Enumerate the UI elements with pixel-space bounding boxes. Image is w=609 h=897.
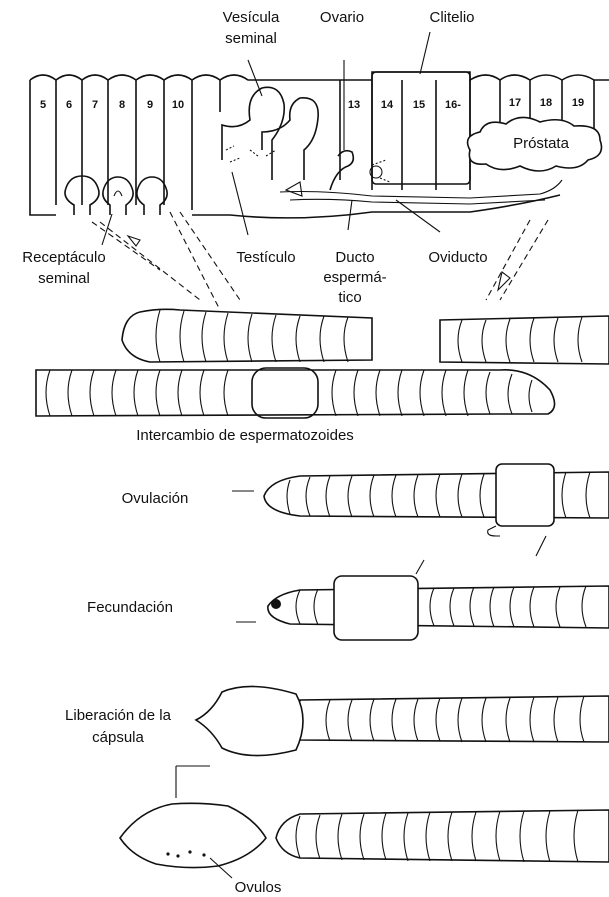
- segment-number: 17: [509, 97, 521, 109]
- segment-number: 8: [119, 99, 125, 111]
- seminal-vesicles: [222, 87, 318, 180]
- fecundation-clitellum: [334, 576, 418, 640]
- label-ovulacion: Ovulación: [122, 490, 189, 507]
- segment-number: 7: [92, 99, 98, 111]
- label-fecundacion: Fecundación: [87, 599, 173, 616]
- segment-number: 6: [66, 99, 72, 111]
- label-receptaculo-seminal: Receptáculo: [22, 249, 105, 266]
- ovulation-clitellum: [496, 464, 554, 526]
- label-ducto-espermatico: Ducto: [335, 249, 374, 266]
- label-ovario: Ovario: [320, 9, 364, 26]
- segment-number: 14: [381, 99, 394, 111]
- ovulation-worm: [232, 464, 609, 556]
- clitellum-band: [372, 72, 470, 184]
- leader-lines: [102, 32, 440, 245]
- label-testiculo: Testículo: [236, 249, 295, 266]
- label-ducto-espermatico-line2: espermá-: [323, 269, 386, 286]
- seminal-receptacles: [65, 176, 167, 215]
- label-vesicula-seminal-line2: seminal: [225, 30, 277, 47]
- segment-number: 5: [40, 99, 46, 111]
- body-top-outline: [30, 72, 609, 80]
- segment-number: 19: [572, 97, 584, 109]
- label-intercambio-espermatozoides: Intercambio de espermatozoides: [136, 427, 354, 444]
- label-vesicula-seminal: Vesícula: [223, 9, 280, 26]
- segment-number: 15: [413, 99, 425, 111]
- cocoon-stage: [120, 803, 609, 878]
- capsule-release-worm: [176, 686, 609, 798]
- mating-worms: [36, 309, 609, 418]
- label-ovulos: Ovulos: [235, 879, 282, 896]
- cocoon-capsule: [120, 803, 266, 867]
- label-liberacion-capsula-line2: cápsula: [92, 729, 144, 746]
- released-capsule: [196, 686, 303, 755]
- segment-number: 10: [172, 99, 184, 111]
- label-oviducto: Oviducto: [428, 249, 487, 266]
- fecundation-worm: [236, 560, 609, 640]
- label-liberacion-capsula: Liberación de la: [65, 707, 172, 724]
- segment-number: 13: [348, 99, 360, 111]
- anatomy-section: 5 6 7 8 9 10 13 14 15 16- 17 18 19: [30, 32, 609, 310]
- segment-number: 16-: [445, 99, 461, 111]
- label-prostata: Próstata: [513, 135, 570, 152]
- label-clitelio: Clitelio: [429, 9, 474, 26]
- upper-worm-back: [440, 316, 609, 364]
- final-worm: [276, 810, 609, 862]
- segment-number: 9: [147, 99, 153, 111]
- label-ducto-espermatico-line3: tico: [338, 289, 361, 306]
- segment-number: 18: [540, 97, 552, 109]
- label-receptaculo-seminal-line2: seminal: [38, 270, 90, 287]
- upper-worm-front: [122, 309, 372, 362]
